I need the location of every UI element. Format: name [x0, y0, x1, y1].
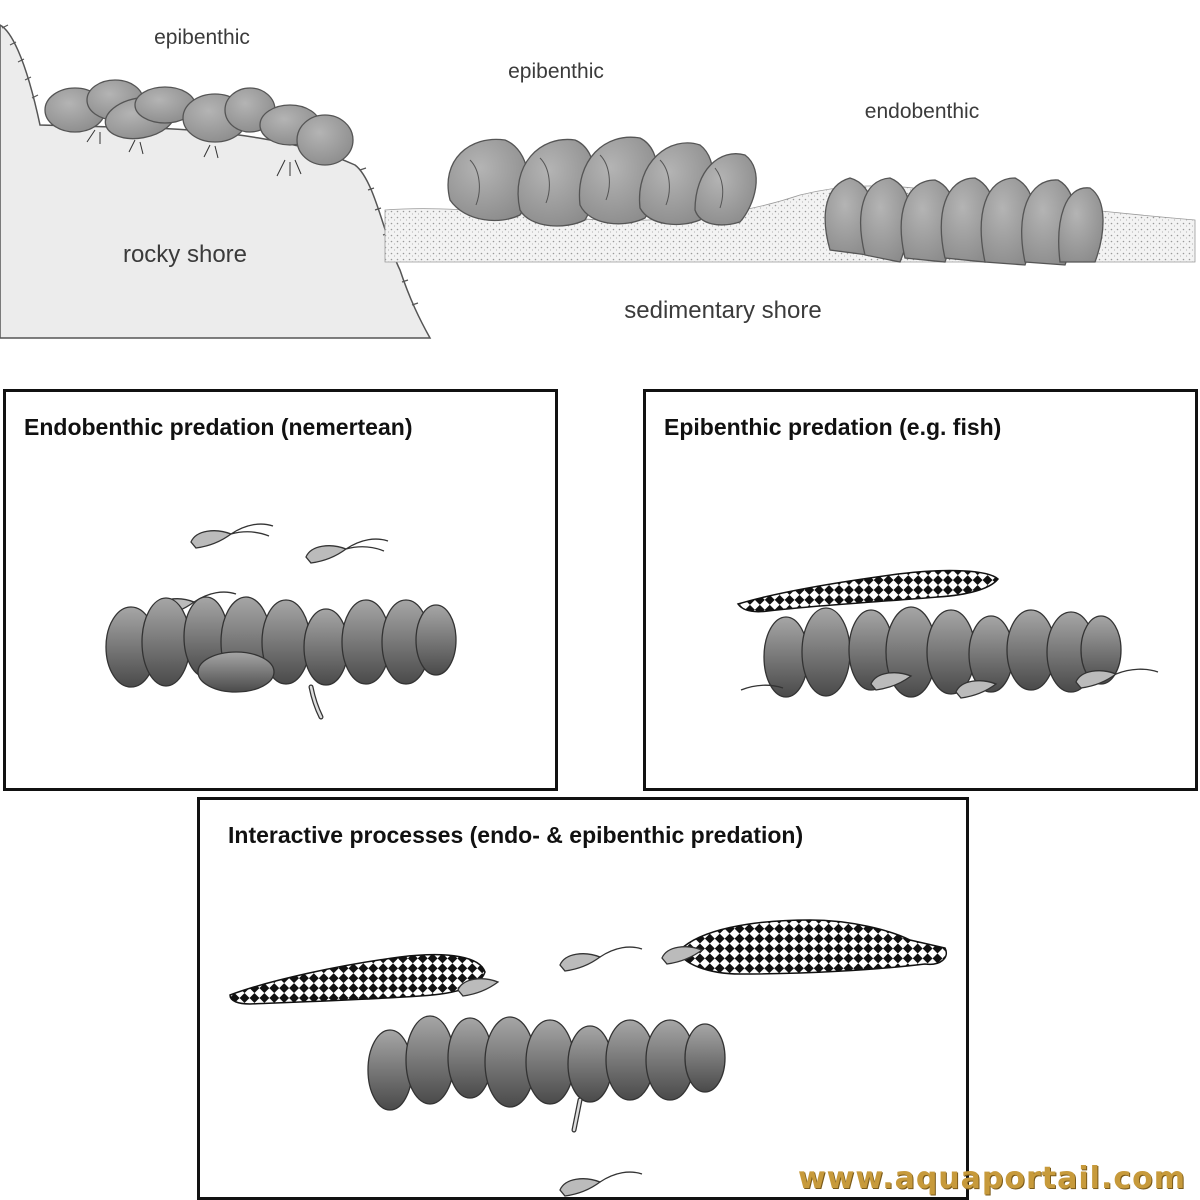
label-rocky-epibenthic: epibenthic — [154, 26, 250, 49]
panel-title-interactive: Interactive processes (endo- & epibenthi… — [228, 822, 804, 848]
mussel-clump — [763, 606, 1122, 698]
mussel-clump — [367, 1015, 726, 1111]
epibenthic-illustration — [736, 569, 1159, 699]
fish — [736, 569, 1000, 613]
interactive-illustration — [229, 919, 947, 1197]
label-endobenthic: endobenthic — [865, 100, 979, 123]
endobenthic-mussel-clump — [824, 177, 1104, 266]
shore-scene: epibenthic epibenthic endobenthic rocky … — [0, 0, 1200, 345]
panel-title-endobenthic: Endobenthic predation (nemertean) — [24, 414, 413, 440]
panel-interactive-processes: Interactive processes (endo- & epibenthi… — [197, 797, 969, 1200]
label-sediment-epibenthic: epibenthic — [508, 60, 604, 83]
shore-illustration: epibenthic epibenthic endobenthic rocky … — [0, 24, 1196, 339]
rocky-shore-rock — [0, 24, 432, 339]
label-sedimentary-shore: sedimentary shore — [624, 297, 821, 324]
amphipod-group — [740, 668, 1159, 699]
rocky-mussel-clump — [44, 79, 354, 166]
mussel-clump — [105, 596, 457, 693]
label-rocky-shore: rocky shore — [123, 241, 247, 268]
endobenthic-illustration — [105, 523, 457, 720]
fish-left — [229, 954, 486, 1005]
panel-title-epibenthic: Epibenthic predation (e.g. fish) — [664, 414, 1002, 440]
watermark-logo: www.aquaportail.com — [797, 1161, 1186, 1196]
amphipod-group — [457, 946, 704, 1197]
sediment-mussel-clump — [447, 136, 757, 227]
panel-epibenthic-predation: Epibenthic predation (e.g. fish) — [643, 389, 1198, 791]
fish-right — [679, 919, 947, 975]
panel-endobenthic-predation: Endobenthic predation (nemertean) — [3, 389, 558, 791]
amphipod-group — [153, 523, 389, 617]
